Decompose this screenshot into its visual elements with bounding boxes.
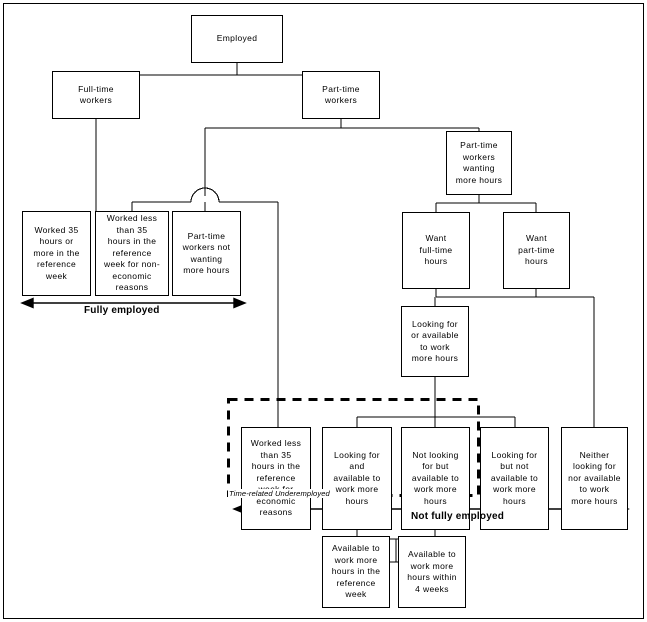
page-border bbox=[3, 3, 644, 619]
node-employed[interactable]: Employed bbox=[191, 15, 283, 63]
edge-line-hop bbox=[190, 187, 220, 203]
label-time-related-underemployed: Time-related Underemployed bbox=[228, 489, 331, 498]
label-fully-employed: Fully employed bbox=[84, 305, 160, 316]
fully-employed-arrow bbox=[20, 297, 247, 309]
label-not-fully-employed: Not fully employed bbox=[411, 511, 505, 522]
node-label: Employed bbox=[216, 33, 258, 44]
